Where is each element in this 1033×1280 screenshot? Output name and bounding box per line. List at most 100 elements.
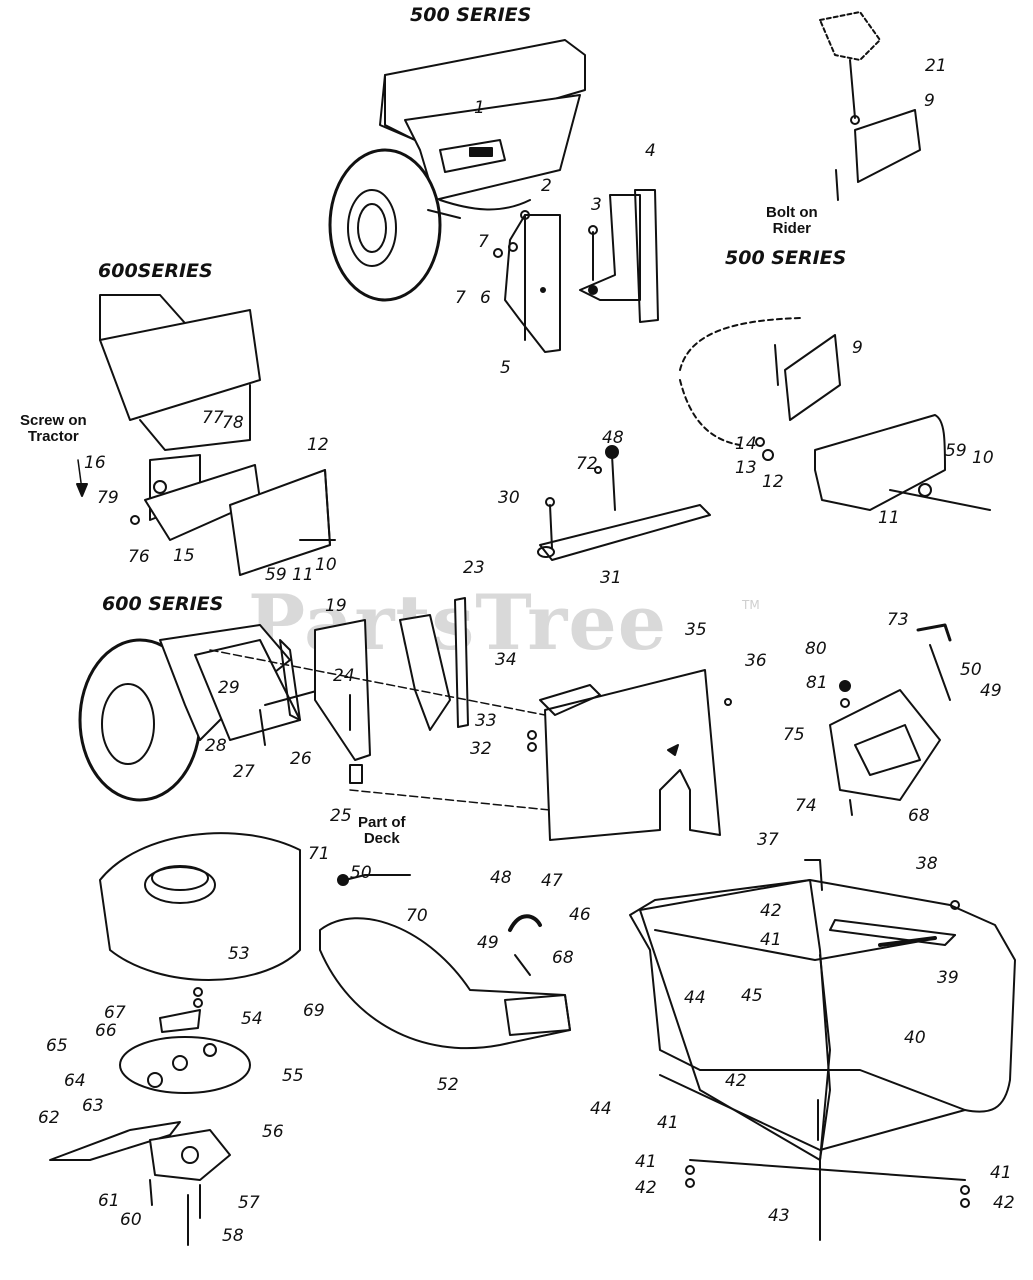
- tractor-500-top: [330, 40, 585, 300]
- brace-5: [505, 215, 560, 352]
- callout-label: 53: [228, 944, 250, 964]
- callout-label: 57: [238, 1193, 260, 1213]
- callout-label: 79: [97, 488, 119, 508]
- callout-label: 1: [474, 98, 485, 118]
- callout-label: 49: [477, 933, 499, 953]
- callout-label: 7: [478, 232, 489, 252]
- callout-label: 42: [760, 901, 782, 921]
- callout-label: 23: [463, 558, 485, 578]
- callout-label: 48: [490, 868, 512, 888]
- tractor-600-mid: [80, 625, 320, 800]
- callout-label: 59: [945, 441, 967, 461]
- callout-label: 54: [241, 1009, 263, 1029]
- callout-label: 6: [480, 288, 491, 308]
- callout-label: 28: [205, 736, 227, 756]
- nut-2-6-7: [494, 211, 529, 257]
- callout-label: 42: [993, 1193, 1015, 1213]
- callout-label: 47: [541, 871, 563, 891]
- callout-label: 68: [552, 948, 574, 968]
- callout-label: 14: [735, 434, 757, 454]
- callout-label: 52: [437, 1075, 459, 1095]
- callout-label: 41: [760, 930, 782, 950]
- bracket-4: [580, 190, 658, 322]
- callout-label: 55: [282, 1066, 304, 1086]
- rider-500-mid: [680, 318, 990, 510]
- tractor-600-left: [77, 295, 335, 575]
- callout-label: 12: [762, 472, 784, 492]
- callout-label: 36: [745, 651, 767, 671]
- callout-label: 5: [500, 358, 511, 378]
- callout-label: 67: [104, 1003, 126, 1023]
- callout-label: 33: [475, 711, 497, 731]
- callout-label: 49: [980, 681, 1002, 701]
- callout-label: 10: [315, 555, 337, 575]
- callout-label: 48: [602, 428, 624, 448]
- callout-label: 19: [325, 596, 347, 616]
- bag-frame: [630, 860, 1015, 1240]
- callout-label: 7: [455, 288, 466, 308]
- callout-label: 81: [806, 673, 828, 693]
- series-label-600-mid: 600 SERIES: [102, 593, 224, 615]
- callout-label: 42: [725, 1071, 747, 1091]
- plate-35: [210, 650, 731, 840]
- callout-label: 15: [173, 546, 195, 566]
- callout-label: 31: [600, 568, 622, 588]
- callout-label: 9: [852, 338, 863, 358]
- callout-label: 41: [635, 1152, 657, 1172]
- callout-label: 75: [783, 725, 805, 745]
- callout-label: 62: [38, 1108, 60, 1128]
- callout-label: 12: [307, 435, 329, 455]
- callout-label: 56: [262, 1122, 284, 1142]
- callout-label: 73: [887, 610, 909, 630]
- callout-label: 40: [904, 1028, 926, 1048]
- callout-label: 58: [222, 1226, 244, 1246]
- callout-label: 37: [757, 830, 779, 850]
- bolt-3: [589, 226, 597, 280]
- callout-label: 78: [222, 413, 244, 433]
- callout-label: 21: [925, 56, 947, 76]
- callout-label: 4: [645, 141, 656, 161]
- callout-label: 27: [233, 762, 255, 782]
- callout-label: 32: [470, 739, 492, 759]
- callout-label: 66: [95, 1021, 117, 1041]
- callout-label: 69: [303, 1001, 325, 1021]
- callout-label: 34: [495, 650, 517, 670]
- callout-label: 11: [878, 508, 900, 528]
- callout-label: 70: [406, 906, 428, 926]
- bracket-19-23: [315, 598, 468, 783]
- rod-31: [538, 446, 710, 560]
- chute-75: [830, 625, 950, 815]
- callout-label: 13: [735, 458, 757, 478]
- callout-label: 39: [937, 968, 959, 988]
- callout-label: 25: [330, 806, 352, 826]
- callout-label: 65: [46, 1036, 68, 1056]
- callout-label: 24: [333, 666, 355, 686]
- callout-label: 11: [292, 565, 314, 585]
- rider-500-top: [820, 12, 920, 200]
- callout-label: 64: [64, 1071, 86, 1091]
- callout-label: 2: [541, 176, 552, 196]
- callout-label: 71: [308, 844, 330, 864]
- callout-label: 35: [685, 620, 707, 640]
- callout-label: 44: [590, 1099, 612, 1119]
- callout-label: 42: [635, 1178, 657, 1198]
- callout-label: 41: [990, 1163, 1012, 1183]
- callout-label: 10: [972, 448, 994, 468]
- callout-label: 61: [98, 1191, 120, 1211]
- callout-label: 72: [576, 454, 598, 474]
- deck-52: [100, 833, 570, 1048]
- series-label-500-top: 500 SERIES: [410, 4, 532, 26]
- callout-label: 44: [684, 988, 706, 1008]
- callout-label: 68: [908, 806, 930, 826]
- callout-label: 76: [128, 547, 150, 567]
- callout-label: 74: [795, 796, 817, 816]
- callout-label: 3: [591, 195, 602, 215]
- callout-label: 26: [290, 749, 312, 769]
- callout-label: 80: [805, 639, 827, 659]
- callout-label: 9: [924, 91, 935, 111]
